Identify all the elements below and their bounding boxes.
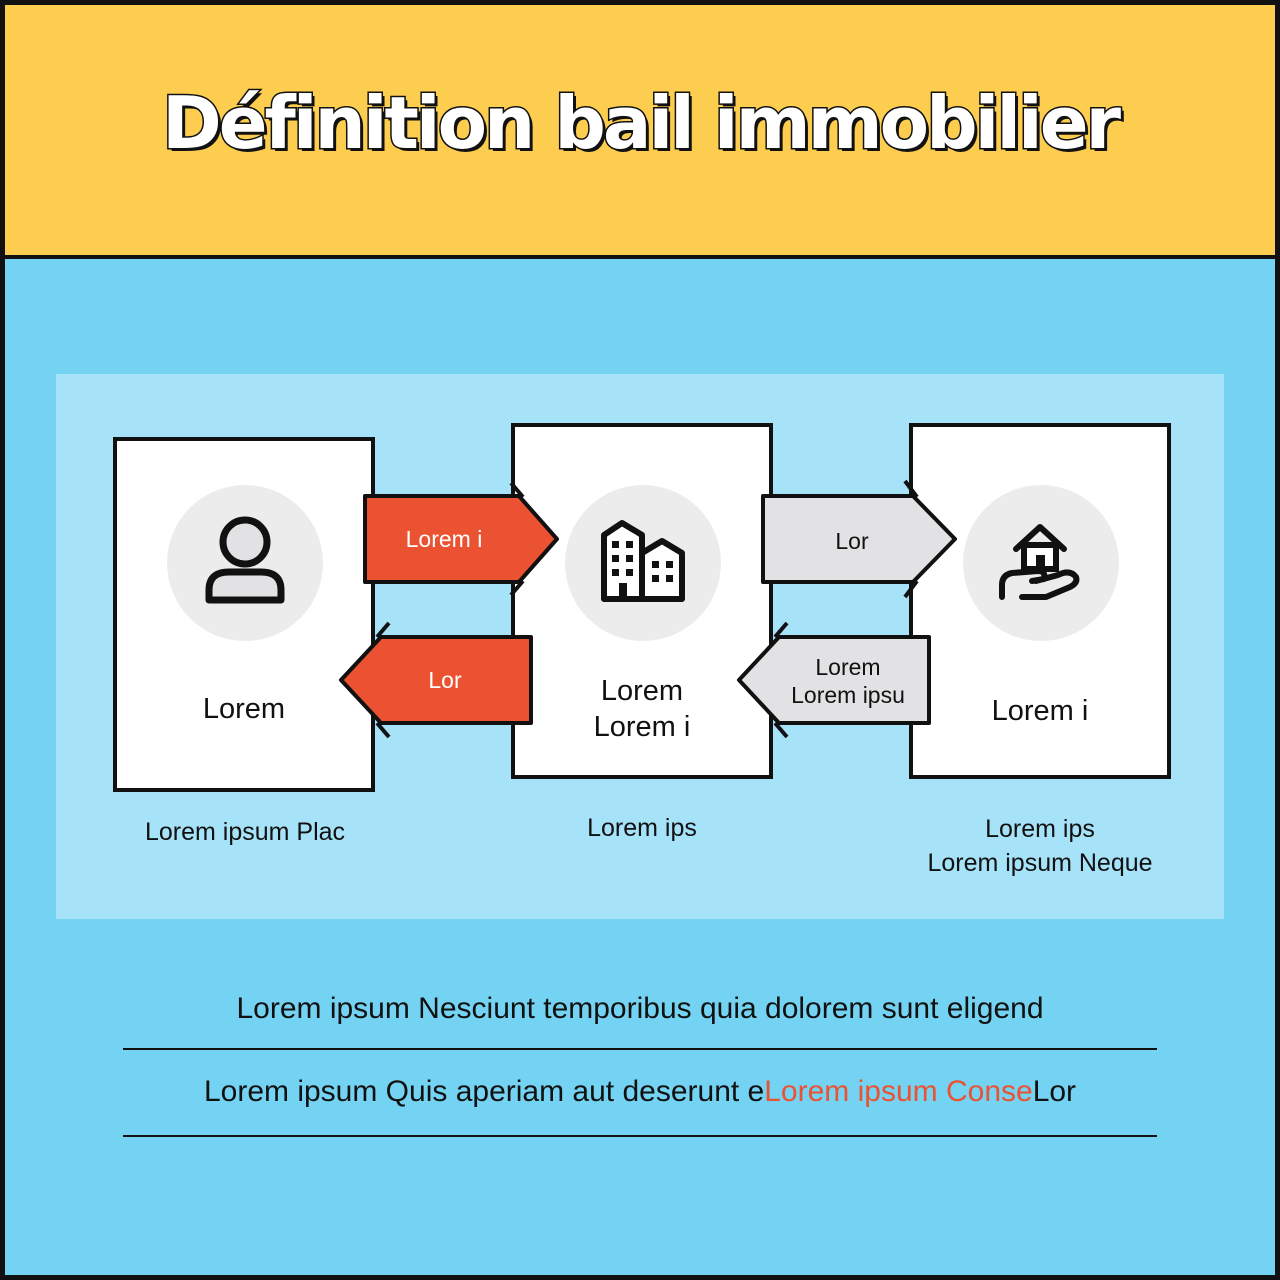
- card-tenant-label: Lorem: [202, 693, 286, 725]
- arrow-owner-to-agency-label-2: Lorem ipsu: [791, 682, 905, 708]
- arrow-agency-to-tenant: Lor: [335, 619, 535, 743]
- card-owner-label: Lorem i: [991, 695, 1089, 727]
- user-icon: [203, 516, 287, 611]
- card-owner-caption-1: Lorem ips: [985, 815, 1095, 843]
- arrow-tenant-to-agency-label: Lorem i: [405, 526, 483, 552]
- arrow-agency-to-owner: Lor: [759, 479, 965, 601]
- card-agency-label-1: Lorem: [600, 675, 684, 707]
- footer-line-2: Lorem ipsum Quis aperiam aut deserunt eL…: [5, 1075, 1275, 1109]
- footer-line-2-prefix: Lorem ipsum Quis aperiam aut deserunt e: [203, 1075, 765, 1108]
- card-agency: Lorem Lorem i: [511, 423, 773, 779]
- card-agency-label-2: Lorem i: [593, 711, 691, 743]
- footer-divider-2: [123, 1135, 1157, 1137]
- arrow-owner-to-agency-label-1: Lorem: [815, 654, 881, 680]
- footer-line-2-highlight: Lorem ipsum Conse: [764, 1075, 1033, 1108]
- arrow-agency-to-tenant-label: Lor: [428, 667, 462, 693]
- card-tenant-caption: Lorem ipsum Plac: [144, 818, 346, 846]
- user-icon-circle: [167, 485, 323, 641]
- house-hand-icon: [998, 519, 1084, 608]
- card-tenant: Lorem: [113, 437, 375, 792]
- arrow-agency-to-owner-label: Lor: [835, 528, 869, 554]
- arrow-owner-to-agency: Lorem Lorem ipsu: [733, 619, 933, 743]
- footer-line-1: Lorem ipsum Nesciunt temporibus quia dol…: [236, 992, 1044, 1025]
- page-title: Définition bail immobilier: [160, 80, 1122, 167]
- arrow-tenant-to-agency: Lorem i: [361, 483, 567, 601]
- buildings-icon-circle: [565, 485, 721, 641]
- house-hand-icon-circle: [963, 485, 1119, 641]
- card-owner: Lorem i: [909, 423, 1171, 779]
- footer-divider-1: [123, 1048, 1157, 1050]
- header-banner: Définition bail immobilier: [5, 5, 1275, 259]
- footer-line-2-suffix: Lor: [1032, 1075, 1077, 1108]
- card-owner-caption-2: Lorem ipsum Neque: [927, 849, 1153, 877]
- buildings-icon: [600, 519, 686, 608]
- card-agency-caption: Lorem ips: [587, 814, 697, 842]
